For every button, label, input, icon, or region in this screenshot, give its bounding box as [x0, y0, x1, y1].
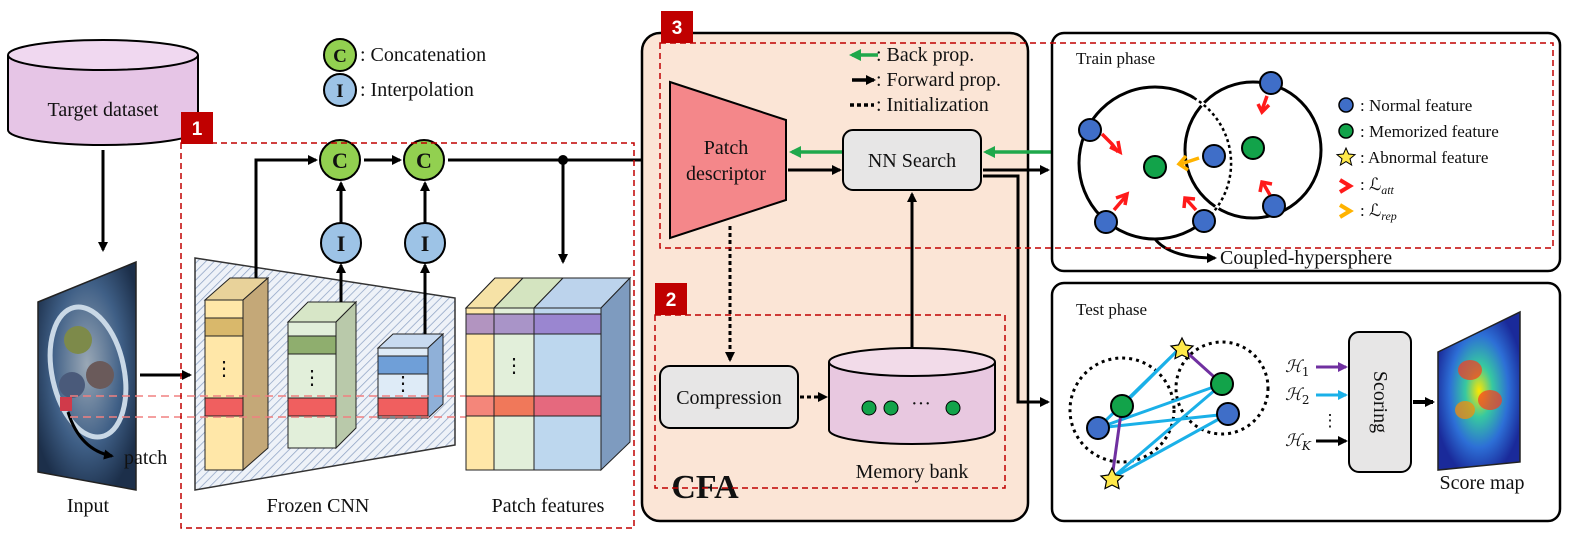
svg-text:: Forward prop.: : Forward prop. — [876, 69, 1001, 91]
test-hyperspheres — [1068, 336, 1270, 490]
train-phase-panel — [1050, 31, 1562, 273]
scoring-box: Scoring — [1348, 331, 1412, 473]
region-3-badge: 3 — [661, 11, 693, 43]
svg-text:: Abnormal feature: : Abnormal feature — [1360, 148, 1488, 167]
svg-text:: ℒrep: : ℒrep — [1360, 201, 1397, 223]
patch-features-block: ⋮ — [464, 276, 632, 472]
cnn-ellipsis-2: ⋮ — [302, 367, 322, 389]
memory-bank-cylinder: ··· — [828, 347, 996, 445]
target-dataset-label: Target dataset — [48, 99, 159, 121]
svg-text:C: C — [333, 46, 347, 67]
patch-features-label: Patch features — [492, 495, 605, 517]
h2-label: ℋ2 — [1285, 385, 1309, 407]
svg-text:: Interpolation: : Interpolation — [360, 79, 474, 101]
svg-text:: Concatenation: : Concatenation — [360, 44, 486, 66]
svg-text:Patch: Patch — [704, 137, 748, 159]
svg-text:NN Search: NN Search — [868, 150, 956, 172]
target-dataset-cylinder: Target dataset — [7, 39, 199, 146]
svg-text:3: 3 — [672, 18, 683, 39]
region-1-badge: 1 — [181, 112, 213, 144]
legend-concatenation: C : Concatenation — [323, 38, 486, 72]
train-phase-title: Train phase — [1076, 49, 1155, 68]
input-label: Input — [67, 495, 110, 517]
concat-node-2: C — [403, 139, 445, 181]
region-3-box — [659, 42, 1554, 249]
memory-bank-label: Memory bank — [856, 461, 969, 483]
cnn-layer-3 — [376, 332, 445, 420]
h-ellipsis: ⋮ — [1322, 411, 1339, 430]
interp-node-1: I — [320, 222, 362, 264]
coupled-hypersphere-label: Coupled-hypersphere — [1220, 247, 1392, 269]
svg-text:ℋ1: ℋ1 — [1285, 357, 1309, 379]
compression-box: Compression — [659, 365, 799, 429]
train-legend: : Normal feature : Memorized feature : A… — [1335, 96, 1499, 223]
svg-text:C: C — [416, 148, 432, 173]
svg-text:I: I — [421, 231, 430, 256]
score-map-image — [1437, 310, 1521, 471]
frozen-cnn-label: Frozen CNN — [267, 495, 370, 517]
h1-label: ℋ1 — [1285, 357, 1309, 379]
test-phase-panel — [1050, 281, 1562, 523]
svg-text:: Memorized feature: : Memorized feature — [1360, 122, 1499, 141]
score-map-label: Score map — [1440, 472, 1525, 494]
features-ellipsis: ⋮ — [504, 355, 524, 377]
svg-text:: Initialization: : Initialization — [876, 94, 989, 116]
nn-to-test-arrow — [983, 174, 1050, 407]
svg-text:I: I — [337, 231, 346, 256]
cnn-layer-2 — [286, 300, 358, 450]
cnn-ellipsis-1: ⋮ — [214, 358, 234, 380]
cnn-layer-1 — [203, 276, 270, 472]
coupled-hypersphere-pointer — [1153, 238, 1217, 263]
svg-text:C: C — [332, 148, 348, 173]
svg-text:I: I — [336, 81, 343, 102]
patch-label: patch — [124, 447, 167, 469]
cfa-legend: : Back prop. : Forward prop. : Initializ… — [849, 44, 1001, 116]
region-1-box — [180, 142, 635, 529]
legend-interpolation: I : Interpolation — [323, 73, 474, 107]
layer1-to-concat-arrow — [254, 155, 318, 278]
patch-descriptor: Patch descriptor — [669, 80, 787, 240]
frozen-cnn: ⋮ ⋮ ⋮ — [70, 257, 600, 491]
region-2-badge: 2 — [655, 283, 687, 315]
hk-label: ℋK — [1285, 431, 1312, 453]
region-2-box — [654, 314, 1006, 489]
svg-text:···: ··· — [911, 393, 931, 415]
interp-node-2: I — [404, 222, 446, 264]
svg-text:descriptor: descriptor — [686, 163, 766, 185]
svg-text:: ℒatt: : ℒatt — [1360, 175, 1395, 197]
test-phase-title: Test phase — [1076, 300, 1147, 319]
svg-text:2: 2 — [666, 290, 677, 311]
input-image — [37, 260, 137, 491]
svg-text:: Back prop.: : Back prop. — [876, 44, 974, 66]
svg-text:: Normal feature: : Normal feature — [1360, 96, 1472, 115]
nn-search-box: NN Search — [842, 129, 982, 191]
svg-text:Compression: Compression — [676, 387, 782, 409]
concat-node-1: C — [319, 139, 361, 181]
svg-text:Scoring: Scoring — [1369, 371, 1391, 433]
cnn-ellipsis-3: ⋮ — [393, 373, 413, 395]
svg-text:ℋ2: ℋ2 — [1285, 385, 1309, 407]
svg-text:1: 1 — [192, 119, 203, 140]
patch-arrow — [66, 411, 114, 460]
svg-text:ℋK: ℋK — [1285, 431, 1312, 453]
